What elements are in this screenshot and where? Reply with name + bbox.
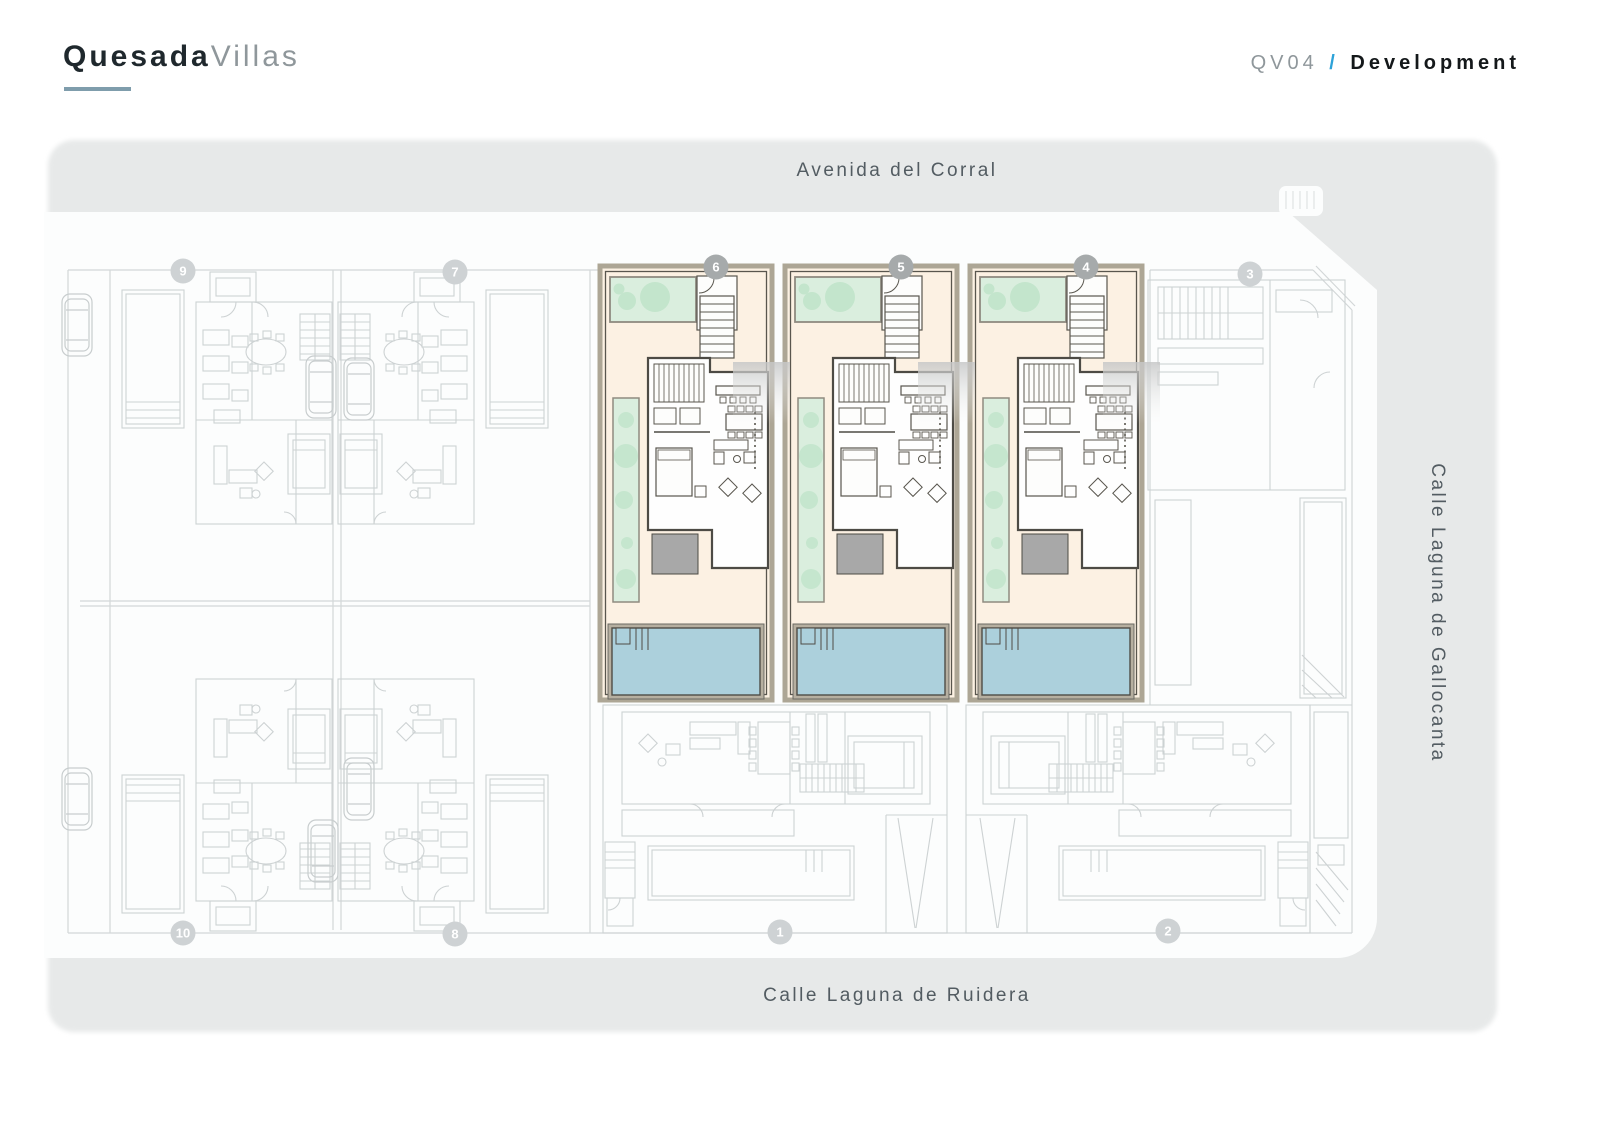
project-code: QV04 (1250, 52, 1318, 74)
brand-secondary: Villas (210, 40, 300, 73)
villa-plot-6[interactable] (600, 266, 772, 700)
plot-badge-2: 2 (1155, 918, 1181, 944)
plot-badge-8: 8 (442, 921, 468, 947)
plot-badge-7: 7 (442, 259, 468, 285)
street-label-top: Avenida del Corral (796, 160, 998, 181)
plot-badge-3: 3 (1237, 261, 1263, 287)
project-name: Development (1350, 52, 1520, 74)
street-label-right: Calle Laguna de Gallocanta (1427, 463, 1448, 763)
plot-badge-1: 1 (767, 919, 793, 945)
plot-badge-10: 10 (170, 920, 196, 946)
plot-badge-4[interactable]: 4 (1073, 254, 1099, 280)
street-label-bottom: Calle Laguna de Ruidera (763, 985, 1031, 1006)
brand-primary: Quesada (63, 40, 211, 73)
villa-plot-5[interactable] (785, 266, 957, 700)
project-separator: / (1329, 52, 1339, 74)
plot-badge-9: 9 (170, 258, 196, 284)
plot-badge-6[interactable]: 6 (703, 254, 729, 280)
project-reference: QV04 / Development (1251, 52, 1520, 75)
brand-logo: QuesadaVillas (63, 40, 300, 91)
villa-plot-4[interactable] (970, 266, 1142, 700)
pedestrian-crossing (1279, 186, 1323, 216)
plot-badge-5[interactable]: 5 (888, 254, 914, 280)
brand-underline (64, 87, 131, 91)
overhang-shadows (733, 362, 1160, 424)
